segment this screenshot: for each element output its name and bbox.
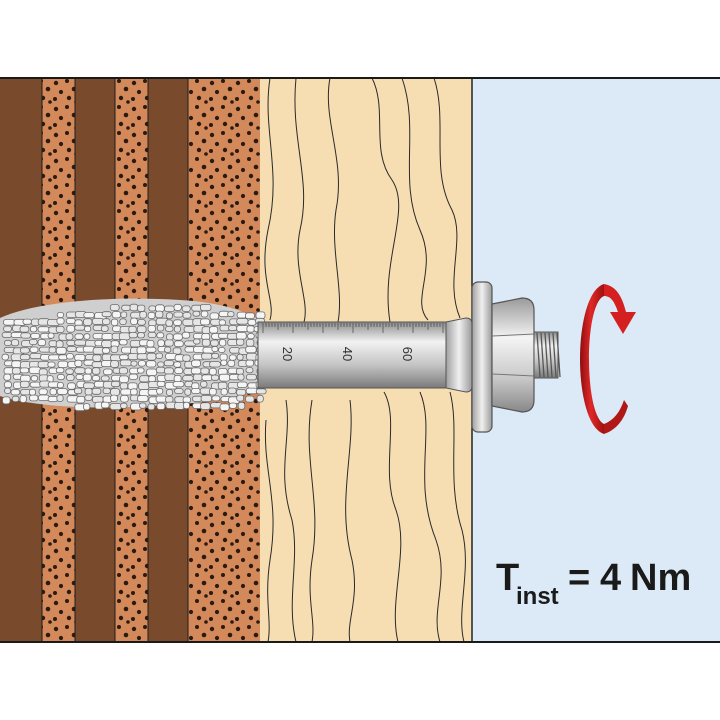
torque-value: 4 [600,557,621,599]
anchor-rod: 20 40 60 [257,321,447,389]
washer [471,281,493,433]
torque-symbol: T [496,557,519,599]
scale-label-20: 20 [280,347,295,361]
installation-torque-label: T inst = 4 Nm [496,557,691,610]
scale-label-40: 40 [340,347,355,361]
sleeve-collar [445,317,473,393]
wood-grain-lines [264,77,466,643]
hex-nut [491,297,535,413]
rod-scale-ticks [262,323,444,333]
injection-mortar [0,298,269,412]
threaded-rod-end [533,331,561,379]
torque-unit: Nm [630,557,691,599]
torque-subscript: inst [516,583,559,610]
torque-equals: = [568,557,590,599]
scale-label-60: 60 [400,347,415,361]
rotation-arrow-icon [580,284,636,434]
